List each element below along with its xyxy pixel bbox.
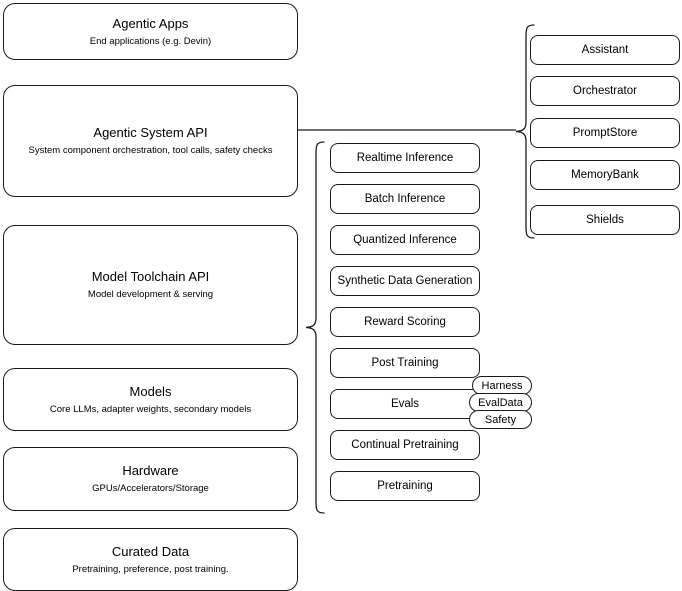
stack-layer-hardware[interactable]: Hardware GPUs/Accelerators/Storage bbox=[3, 447, 298, 511]
layer-title: Agentic System API bbox=[93, 125, 208, 140]
toolchain-component-pretraining[interactable]: Pretraining bbox=[330, 471, 480, 501]
component-label: Post Training bbox=[371, 357, 439, 369]
subcomponent-label: Safety bbox=[484, 413, 517, 426]
toolchain-component-quantized-inference[interactable]: Quantized Inference bbox=[330, 225, 480, 255]
toolchain-component-continual-pretraining[interactable]: Continual Pretraining bbox=[330, 430, 480, 460]
layer-subtitle: Model development & serving bbox=[87, 289, 214, 300]
component-label: Orchestrator bbox=[573, 85, 637, 97]
evals-subcomponent-safety[interactable]: Safety bbox=[469, 410, 532, 429]
stack-layer-curated-data[interactable]: Curated Data Pretraining, preference, po… bbox=[3, 528, 298, 591]
layer-title: Model Toolchain API bbox=[91, 269, 210, 284]
component-label: PromptStore bbox=[572, 127, 638, 139]
layer-subtitle: Pretraining, preference, post training. bbox=[72, 563, 229, 575]
layer-subtitle: System component orchestration, tool cal… bbox=[28, 145, 273, 156]
component-label: Continual Pretraining bbox=[351, 439, 459, 451]
component-label: Synthetic Data Generation bbox=[337, 275, 473, 287]
component-label: Reward Scoring bbox=[364, 316, 446, 328]
evals-subcomponent-evaldata[interactable]: EvalData bbox=[469, 393, 532, 412]
subcomponent-label: EvalData bbox=[478, 396, 523, 409]
stack-layer-model-toolchain-api[interactable]: Model Toolchain API Model development & … bbox=[3, 225, 298, 345]
system-component-memorybank[interactable]: MemoryBank bbox=[530, 160, 680, 190]
toolchain-component-evals[interactable]: Evals bbox=[330, 389, 480, 419]
brace-toolchain bbox=[305, 141, 325, 514]
layer-subtitle: End applications (e.g. Devin) bbox=[89, 35, 212, 47]
system-component-shields[interactable]: Shields bbox=[530, 205, 680, 235]
toolchain-component-realtime-inference[interactable]: Realtime Inference bbox=[330, 143, 480, 173]
toolchain-component-reward-scoring[interactable]: Reward Scoring bbox=[330, 307, 480, 337]
subcomponent-label: Harness bbox=[481, 379, 523, 392]
toolchain-component-synthetic-data-generation[interactable]: Synthetic Data Generation bbox=[330, 266, 480, 296]
system-component-promptstore[interactable]: PromptStore bbox=[530, 118, 680, 148]
layer-subtitle: Core LLMs, adapter weights, secondary mo… bbox=[49, 403, 252, 415]
stack-layer-agentic-apps[interactable]: Agentic Apps End applications (e.g. Devi… bbox=[3, 3, 298, 60]
layer-title: Agentic Apps bbox=[112, 15, 189, 31]
component-label: Evals bbox=[390, 398, 420, 410]
brace-system-components bbox=[515, 24, 535, 239]
layer-title: Models bbox=[129, 383, 172, 399]
component-label: Assistant bbox=[581, 44, 629, 56]
toolchain-component-post-training[interactable]: Post Training bbox=[330, 348, 480, 378]
system-component-orchestrator[interactable]: Orchestrator bbox=[530, 76, 680, 106]
component-label: MemoryBank bbox=[571, 169, 639, 181]
component-label: Quantized Inference bbox=[353, 234, 457, 246]
component-label: Shields bbox=[586, 214, 624, 226]
system-component-assistant[interactable]: Assistant bbox=[530, 35, 680, 65]
layer-subtitle: GPUs/Accelerators/Storage bbox=[92, 483, 209, 494]
component-label: Pretraining bbox=[377, 480, 433, 492]
toolchain-component-batch-inference[interactable]: Batch Inference bbox=[330, 184, 480, 214]
layer-title: Curated Data bbox=[111, 543, 190, 559]
layer-title: Hardware bbox=[122, 463, 179, 478]
component-label: Batch Inference bbox=[364, 193, 446, 205]
stack-layer-agentic-system-api[interactable]: Agentic System API System component orch… bbox=[3, 85, 298, 197]
component-label: Realtime Inference bbox=[356, 152, 454, 164]
stack-layer-models[interactable]: Models Core LLMs, adapter weights, secon… bbox=[3, 368, 298, 431]
connector-system-api-to-components bbox=[298, 129, 516, 131]
